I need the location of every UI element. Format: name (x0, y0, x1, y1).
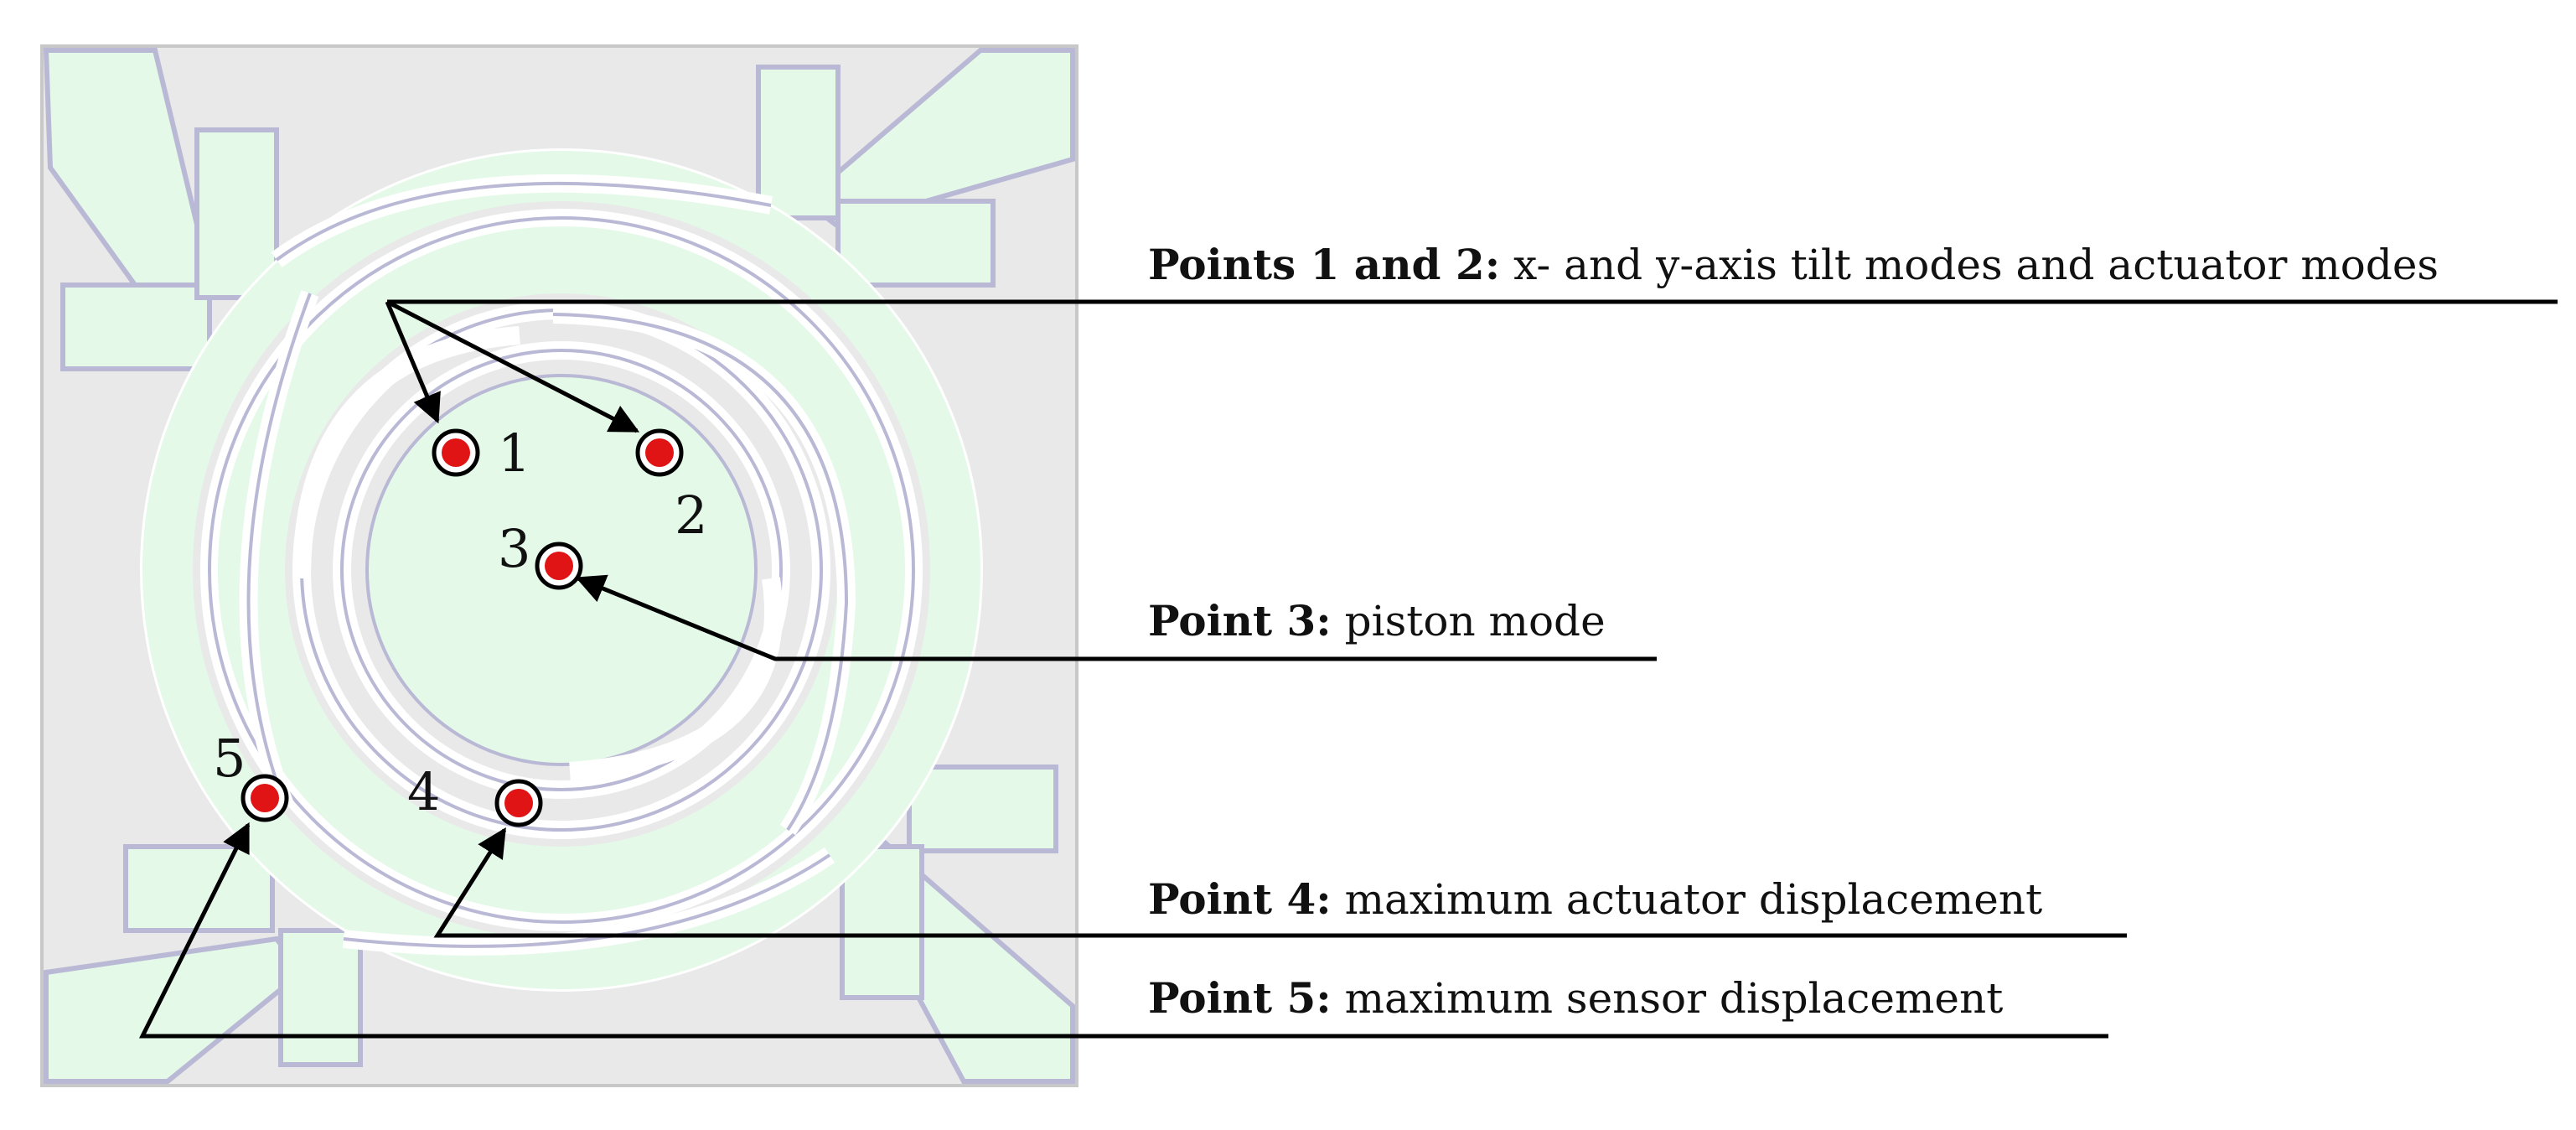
leader-line-point-5 (138, 822, 2108, 1039)
point-number-1: 1 (498, 422, 530, 484)
arrow-to-point-2 (385, 299, 640, 433)
annotation-point-3: Point 3: piston mode (1148, 596, 1606, 645)
spring-arm-top-outline (275, 181, 772, 262)
marker-point-5 (241, 774, 289, 822)
point-number-4: 4 (407, 761, 440, 822)
annotation-point-5-bold: Point 5: (1148, 973, 1332, 1023)
measurement-points (241, 428, 684, 827)
spring-arm-left-outline (246, 293, 312, 806)
annotation-point-4-text: maximum actuator displacement (1332, 875, 2043, 924)
marker-point-3 (535, 542, 583, 590)
pad-left (60, 282, 212, 371)
annotation-point-3-text: piston mode (1332, 597, 1606, 645)
annotation-point-5: Point 5: maximum sensor displacement (1148, 973, 2003, 1023)
marker-point-4 (494, 779, 543, 827)
marker-point-1 (432, 428, 480, 477)
arrow-to-point-1 (385, 301, 441, 424)
annotation-point-4-bold: Point 4: (1148, 874, 1332, 924)
anchor-bottom-left (44, 936, 306, 1084)
point-number-3: 3 (498, 518, 530, 579)
marker-point-2 (635, 428, 684, 477)
spring-arm-right-outline (552, 313, 849, 832)
pad-right-top (835, 199, 996, 288)
leader-line-point-4 (433, 827, 2127, 938)
pad-right (907, 765, 1058, 853)
pad-top-right (756, 65, 841, 220)
leader-line-point-3 (575, 574, 1657, 661)
annotation-point-4: Point 4: maximum actuator displacement (1148, 874, 2042, 924)
pad-bottom-left (123, 844, 275, 933)
sensor-ring-outline (340, 349, 783, 791)
point-number-5: 5 (213, 728, 246, 789)
middle-ring-outline (208, 216, 915, 924)
spring-arm-inner-right (569, 577, 783, 780)
annotation-point-3-bold: Point 3: (1148, 596, 1332, 645)
annotation-points-1-2-text: x- and y-axis tilt modes and actuator mo… (1500, 241, 2439, 289)
annotation-points-1-2: Points 1 and 2: x- and y-axis tilt modes… (1148, 240, 2439, 289)
pad-top-left (194, 127, 279, 300)
pad-bottom (278, 928, 363, 1067)
point-number-2: 2 (675, 485, 707, 546)
annotation-points-1-2-bold: Points 1 and 2: (1148, 240, 1500, 289)
annotation-point-5-text: maximum sensor displacement (1332, 974, 2004, 1023)
